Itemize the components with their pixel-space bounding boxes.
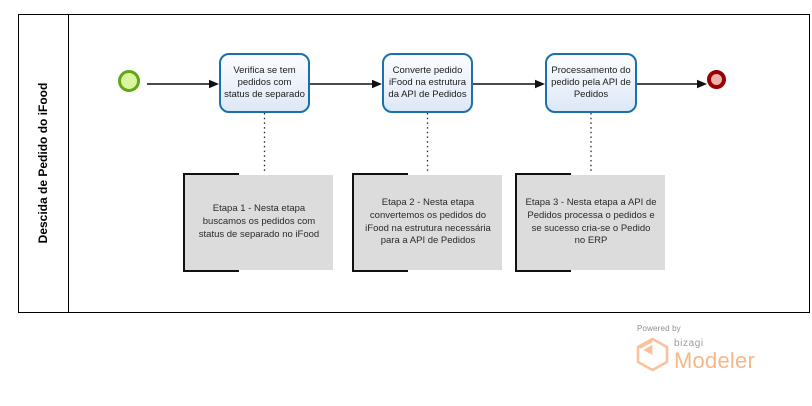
bizagi-box-icon (636, 337, 669, 372)
annotation-text: Etapa 1 - Nesta etapa buscamos os pedido… (198, 203, 320, 240)
annotation-text: Etapa 2 - Nesta etapa convertemos os ped… (365, 196, 491, 247)
task-label: Verifica se tem pedidos com status de se… (224, 64, 305, 101)
sequence-flow-task3-to-end[interactable] (637, 79, 707, 89)
annotation-text: Etapa 3 - Nesta etapa a API de Pedidos p… (525, 196, 657, 247)
powered-by-label: Powered by (637, 324, 681, 333)
start-event[interactable] (118, 70, 140, 92)
annotation-etapa-3[interactable]: Etapa 3 - Nesta etapa a API de Pedidos p… (515, 173, 665, 272)
task-label: Converte pedido iFood na estrutura da AP… (388, 64, 467, 101)
end-event[interactable] (707, 70, 726, 89)
annotation-bracket (183, 270, 239, 272)
task-label: Processamento do pedido pela API de Pedi… (551, 64, 631, 101)
task-converte-pedido[interactable]: Converte pedido iFood na estrutura da AP… (382, 53, 473, 113)
sequence-flow-start-to-task1[interactable] (147, 79, 219, 89)
annotation-etapa-2[interactable]: Etapa 2 - Nesta etapa convertemos os ped… (352, 173, 502, 272)
annotation-bracket (352, 173, 408, 175)
task-verifica-pedidos[interactable]: Verifica se tem pedidos com status de se… (219, 53, 310, 113)
annotation-bracket (352, 270, 408, 272)
annotation-etapa-1[interactable]: Etapa 1 - Nesta etapa buscamos os pedido… (183, 173, 333, 272)
sequence-flow-task1-to-task2[interactable] (310, 79, 382, 89)
annotation-bracket (515, 270, 571, 272)
modeler-product-label: Modeler (674, 348, 756, 373)
annotation-bracket (183, 173, 239, 175)
bizagi-branding: Powered by bizagi Modeler (636, 324, 796, 372)
sequence-flow-task2-to-task3[interactable] (473, 79, 545, 89)
task-processamento-pedido[interactable]: Processamento do pedido pela API de Pedi… (545, 53, 637, 113)
annotation-bracket (515, 173, 571, 175)
lane-header[interactable]: Descida de Pedido do iFood (19, 15, 69, 312)
bizagi-brand-label: bizagi (674, 338, 704, 349)
